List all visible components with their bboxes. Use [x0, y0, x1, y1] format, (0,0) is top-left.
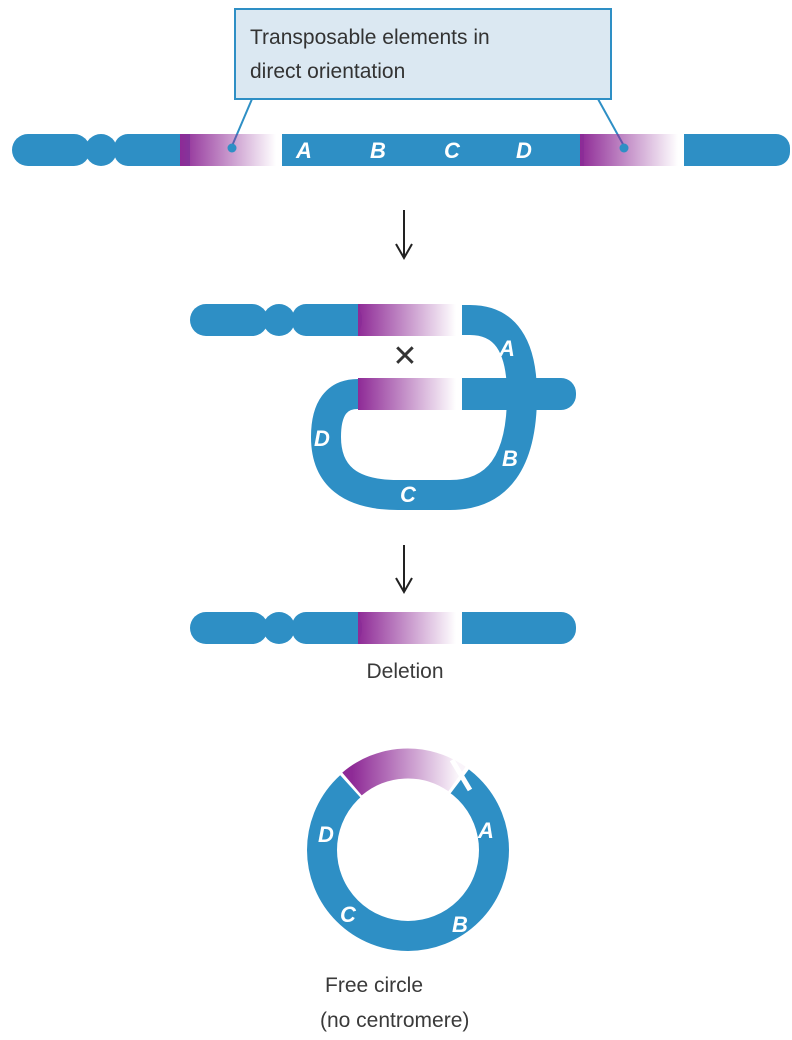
gene-label-a: A	[295, 138, 312, 163]
arrow-down-2	[395, 545, 413, 595]
chromosome-arm-right	[462, 378, 492, 410]
arrow-down-1	[395, 210, 413, 261]
transposon-arc	[342, 748, 466, 796]
gene-label-d: D	[318, 822, 334, 847]
transposon-remaining	[358, 612, 456, 644]
pointer-dot-right	[619, 143, 629, 153]
pointer-dot-left	[227, 143, 237, 153]
chromosome-arm-left	[12, 134, 90, 166]
transposon-top	[358, 304, 456, 336]
white-gap	[456, 304, 462, 336]
centromere	[263, 304, 295, 336]
white-gap	[449, 758, 473, 792]
deletion-caption: Deletion	[366, 660, 443, 683]
callout: Transposable elements in direct orientat…	[231, 8, 625, 147]
chromosome-segment	[330, 304, 360, 336]
crossover-symbol: ✕	[392, 339, 417, 374]
gene-label-a: A	[477, 818, 494, 843]
circle-caption-line-1: Free circle	[325, 974, 423, 997]
centromere	[85, 134, 117, 166]
transposon-bottom	[358, 378, 456, 410]
gene-label-d: D	[516, 138, 532, 163]
gene-label-c: C	[400, 482, 417, 507]
circle-caption-line-2: (no centromere)	[320, 1009, 469, 1032]
chromosome-arm-right	[684, 134, 714, 166]
callout-line-1: Transposable elements in	[250, 26, 490, 49]
genes-region	[282, 134, 584, 166]
white-gap	[456, 378, 462, 410]
chromosome-segment	[330, 612, 360, 644]
free-circle: A B C D Free circle (no centromere)	[307, 747, 509, 1032]
transposon-right	[580, 134, 678, 166]
gene-label-b: B	[502, 446, 518, 471]
gene-label-b: B	[370, 138, 386, 163]
chromosome-deletion: Deletion	[190, 612, 576, 683]
gene-label-a: A	[498, 336, 515, 361]
chromosome-arm-right	[462, 612, 492, 644]
callout-box	[234, 8, 612, 100]
gene-label-b: B	[452, 912, 468, 937]
chromosome-original: A B C D	[12, 134, 790, 166]
gene-label-c: C	[444, 138, 461, 163]
callout-line-2: direct orientation	[250, 60, 405, 83]
gene-label-c: C	[340, 902, 357, 927]
chromosome-arm-left	[190, 304, 268, 336]
loop-band	[310, 305, 538, 510]
chromosome-looped: ✕ A B C D	[190, 304, 576, 510]
centromere	[263, 612, 295, 644]
gene-label-d: D	[314, 426, 330, 451]
chromosome-arm-left	[190, 612, 268, 644]
